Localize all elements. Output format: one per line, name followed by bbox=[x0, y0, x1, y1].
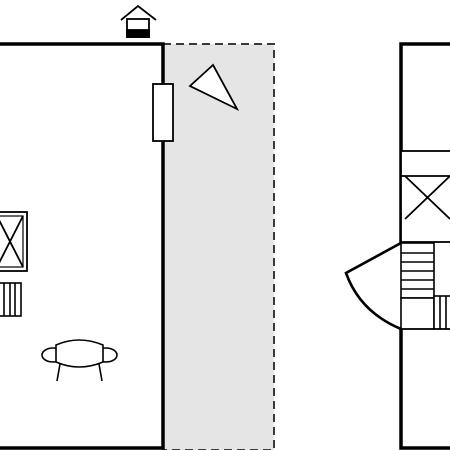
curved-bay bbox=[344, 241, 402, 331]
staircase-icon bbox=[400, 242, 450, 330]
staircase-left bbox=[0, 282, 22, 317]
house-entrance-icon bbox=[120, 4, 157, 38]
cross-void-icon bbox=[0, 211, 28, 272]
left-building-walls bbox=[0, 42, 165, 450]
armchair-icon bbox=[41, 339, 118, 382]
terrace-area bbox=[162, 43, 275, 450]
compass-icon bbox=[188, 63, 240, 112]
cross-void-right-icon bbox=[400, 150, 450, 243]
window-right-wall bbox=[152, 83, 174, 142]
